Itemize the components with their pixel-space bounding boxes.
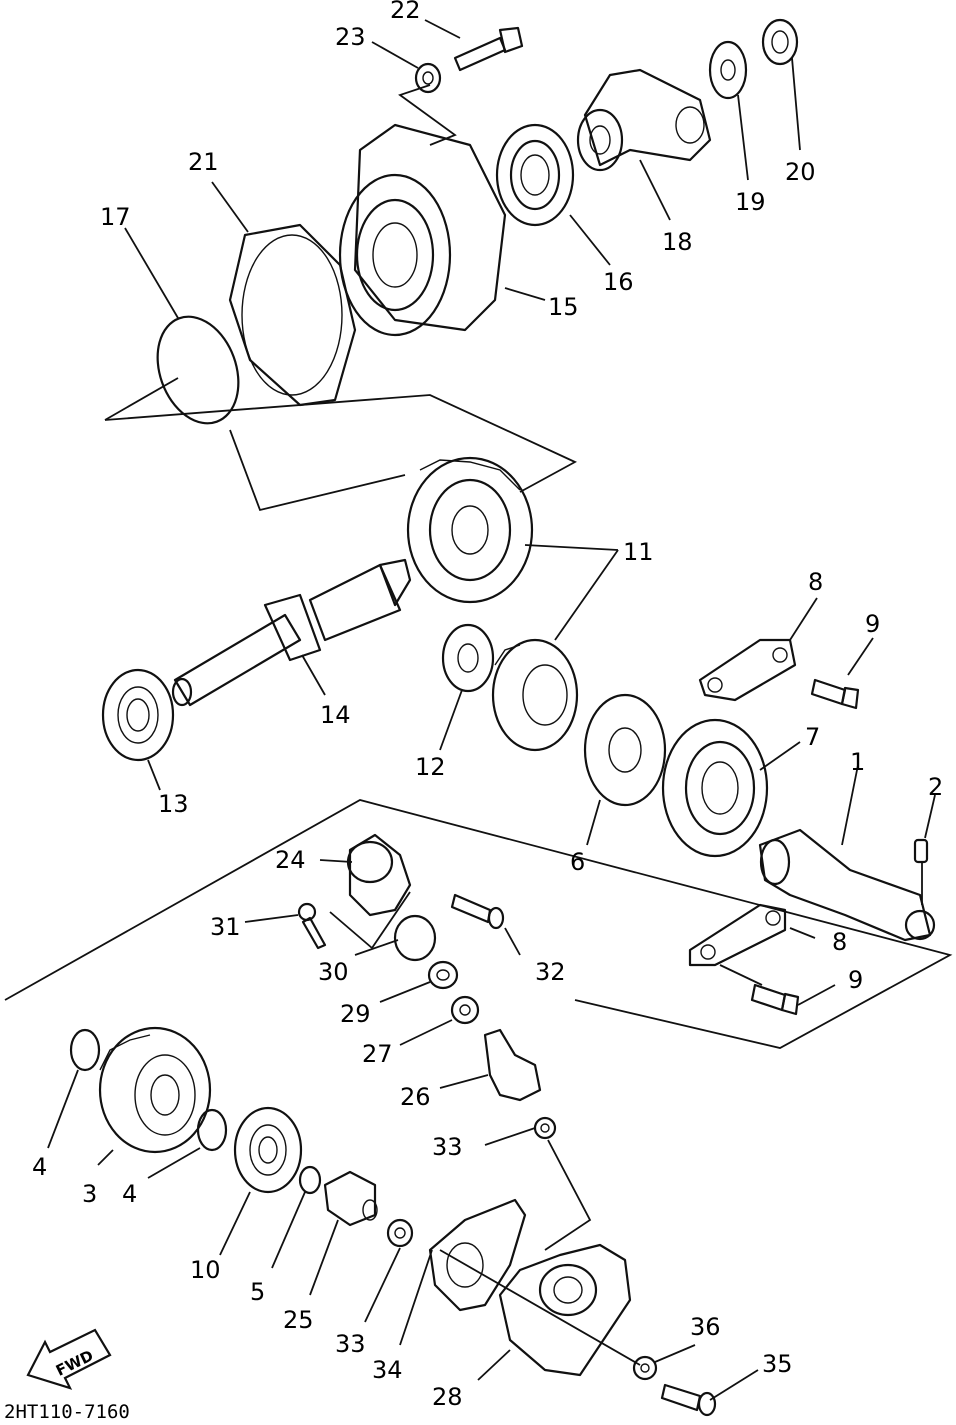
callout-32: 32 (535, 958, 566, 986)
callout-8-upper: 8 (808, 568, 823, 596)
part-4-circlip-right (196, 1108, 228, 1152)
callout-17: 17 (100, 203, 131, 231)
callout-5: 5 (250, 1278, 265, 1306)
part-10-bearing (233, 1106, 303, 1194)
part-36-washer (632, 1355, 658, 1381)
part-9-bolt-upper (810, 678, 860, 710)
callout-26: 26 (400, 1083, 431, 1111)
part-4-circlip-left (69, 1028, 101, 1072)
callout-11: 11 (623, 538, 654, 566)
part-17-o-ring (156, 315, 240, 425)
part-20-nut (761, 18, 799, 66)
part-19-washer (708, 40, 748, 100)
callout-2: 2 (928, 773, 943, 801)
callout-30: 30 (318, 958, 349, 986)
callout-35: 35 (762, 1350, 793, 1378)
callout-36: 36 (690, 1313, 721, 1341)
part-12-washer (441, 623, 495, 693)
part-22-bolt (453, 26, 524, 72)
callout-29: 29 (340, 1000, 371, 1028)
part-14-shaft (171, 558, 412, 707)
part-18-yoke (576, 68, 712, 172)
part-5-ring (298, 1165, 322, 1195)
callout-10: 10 (190, 1256, 221, 1284)
part-15-housing (338, 123, 507, 337)
callout-33-lower: 33 (335, 1330, 366, 1358)
callout-22: 22 (390, 0, 421, 24)
callout-14: 14 (320, 701, 351, 729)
callout-25: 25 (283, 1306, 314, 1334)
part-1-drive-shaft (758, 828, 936, 942)
callout-7: 7 (805, 723, 820, 751)
callout-23: 23 (335, 23, 366, 51)
part-9-bolt-lower (750, 983, 800, 1016)
part-25-small-gear (323, 1170, 378, 1227)
top-zigzag-leader (398, 84, 457, 146)
callout-24: 24 (275, 846, 306, 874)
part-33-washer-lower (386, 1218, 414, 1248)
part-16-bearing (495, 123, 575, 227)
upper-group-outline (104, 394, 578, 512)
callout-9-lower: 9 (848, 966, 863, 994)
part-29-washer (427, 960, 459, 990)
callout-19: 19 (735, 188, 766, 216)
callout-6: 6 (570, 848, 585, 876)
leader-lines (47, 19, 936, 1401)
fwd-arrow-icon: FWD (26, 1328, 112, 1390)
part-32-bolt (450, 893, 505, 930)
part-33-washer-upper (533, 1116, 557, 1140)
callout-28: 28 (432, 1383, 463, 1411)
callout-3: 3 (82, 1180, 97, 1208)
part-2-pin (913, 838, 929, 864)
part-28-housing (498, 1243, 632, 1377)
lower-group-outline (4, 799, 953, 1049)
part-27-washer (450, 995, 480, 1025)
callout-4-left: 4 (32, 1153, 47, 1181)
callout-31: 31 (210, 913, 241, 941)
callout-21: 21 (188, 148, 219, 176)
part-8-plate-lower (688, 903, 787, 967)
part-31-bolt (297, 902, 327, 950)
drawing-code: 2HT110-7160 (4, 1401, 130, 1423)
part-6-washer (583, 693, 667, 807)
callout-33-upper: 33 (432, 1133, 463, 1161)
part-24-gear-housing (346, 833, 412, 917)
part-8-plate-upper (698, 638, 797, 702)
part-30-disc (393, 914, 437, 962)
callout-9-upper: 9 (865, 610, 880, 638)
callout-1: 1 (850, 748, 865, 776)
callout-34: 34 (372, 1356, 403, 1384)
part-13-bearing (101, 668, 175, 762)
part-3-gear (98, 1026, 212, 1154)
callout-numbers: 22 23 20 19 18 16 15 21 17 11 8 9 14 12 … (32, 0, 943, 1411)
part-23-washer (414, 62, 442, 94)
callout-15: 15 (548, 293, 579, 321)
part-7-bearing (661, 718, 769, 858)
part-21-gasket (228, 223, 357, 407)
callout-20: 20 (785, 158, 816, 186)
callout-18: 18 (662, 228, 693, 256)
callout-12: 12 (415, 753, 446, 781)
callout-27: 27 (362, 1040, 393, 1068)
part-35-bolt (660, 1383, 717, 1417)
part-11-pinion-gear (491, 638, 579, 752)
part-26-drive-gear (483, 1028, 542, 1102)
callout-16: 16 (603, 268, 634, 296)
part-34-gasket (428, 1198, 527, 1312)
part-11-ring-gear (406, 456, 534, 604)
callout-4-right: 4 (122, 1180, 137, 1208)
callout-13: 13 (158, 790, 189, 818)
callout-8-lower: 8 (832, 928, 847, 956)
